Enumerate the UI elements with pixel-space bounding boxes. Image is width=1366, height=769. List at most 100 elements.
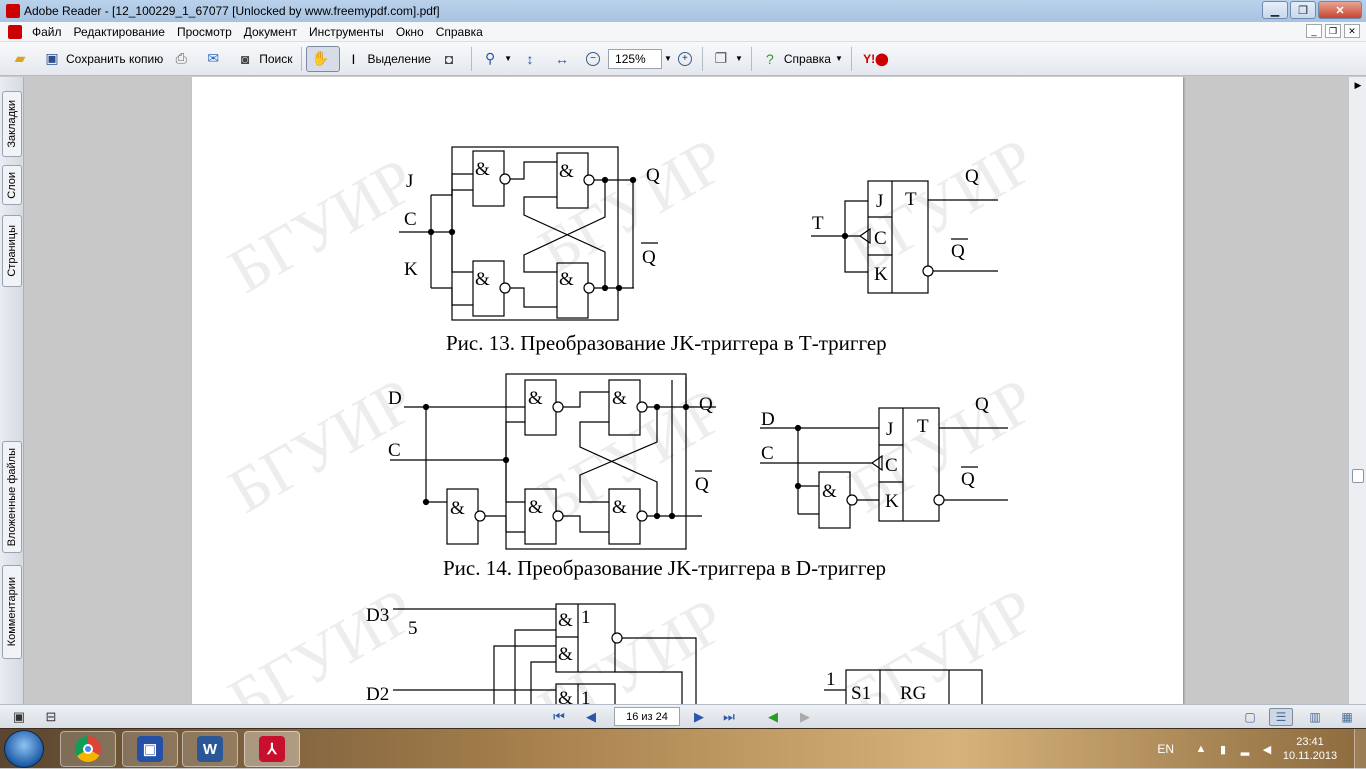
panel-collapse-icon[interactable]: ⊟ bbox=[45, 709, 57, 724]
menu-edit[interactable]: Редактирование bbox=[73, 24, 165, 39]
taskbar-adobe-reader[interactable]: ⅄ bbox=[244, 731, 300, 767]
facing-view-button[interactable]: ▥ bbox=[1309, 710, 1321, 724]
help-button[interactable]: ?Справка▼ bbox=[756, 46, 847, 72]
language-indicator[interactable]: EN bbox=[1157, 742, 1174, 756]
open-button[interactable]: ▰ bbox=[6, 46, 38, 72]
label-d: D bbox=[388, 388, 402, 409]
continuous-facing-view-button[interactable]: ▦ bbox=[1341, 710, 1353, 724]
magnifier-icon: ⚲ bbox=[484, 50, 496, 66]
menu-view[interactable]: Просмотр bbox=[176, 24, 232, 39]
tab-pages[interactable]: Страницы bbox=[2, 215, 22, 287]
search-button[interactable]: ◙Поиск bbox=[231, 46, 296, 72]
clock[interactable]: 23:41 10.11.2013 bbox=[1278, 735, 1342, 763]
watermark: БГУИР bbox=[527, 125, 736, 287]
previous-page-button[interactable]: ◀ bbox=[586, 709, 596, 724]
menu-bar: Файл Редактирование Просмотр Документ Ин… bbox=[0, 22, 1366, 42]
gate-and-label: & bbox=[612, 388, 627, 409]
taskbar-word[interactable]: W bbox=[182, 731, 238, 767]
menu-help[interactable]: Справка bbox=[435, 24, 483, 39]
floppy-icon: ▣ bbox=[45, 50, 59, 66]
document-viewport[interactable]: БГУИР БГУИР БГУИР БГУИР БГУИР БГУИР БГУИ… bbox=[25, 77, 1348, 704]
tab-attachments[interactable]: Вложенные файлы bbox=[2, 441, 22, 553]
gate-and-label: & bbox=[450, 498, 465, 519]
doc-minimize-button[interactable]: _ bbox=[1306, 24, 1322, 38]
scrollbar-thumb[interactable] bbox=[1352, 469, 1364, 483]
start-button[interactable] bbox=[4, 730, 44, 768]
menu-tools[interactable]: Инструменты bbox=[308, 24, 384, 39]
page-number-input[interactable]: 16 из 24 bbox=[614, 707, 680, 726]
taskbar-chrome[interactable] bbox=[60, 731, 116, 767]
pages-icon: ❐ bbox=[714, 50, 728, 66]
zoom-dropdown-icon[interactable]: ▼ bbox=[664, 54, 672, 63]
symbol-d: D bbox=[761, 409, 775, 430]
help-label: Справка bbox=[783, 51, 831, 66]
label-d2: D2 bbox=[366, 684, 389, 704]
first-page-button[interactable]: ⏮ bbox=[553, 709, 565, 724]
gate-and-label: & bbox=[558, 688, 573, 704]
zoom-out-button[interactable]: − bbox=[586, 51, 601, 66]
folder-icon: ▰ bbox=[14, 50, 26, 66]
previous-view-button[interactable]: ◀ bbox=[768, 709, 778, 724]
page-tools-button[interactable]: ❐▼ bbox=[707, 46, 747, 72]
taskbar-save-app[interactable]: ▣ bbox=[122, 731, 178, 767]
word-icon: W bbox=[197, 736, 223, 762]
gate-or-label: 1 bbox=[581, 688, 591, 704]
menu-file[interactable]: Файл bbox=[32, 24, 62, 39]
tab-layers[interactable]: Слои bbox=[2, 165, 22, 205]
save-copy-button[interactable]: ▣ Сохранить копию bbox=[38, 46, 167, 72]
toolbar-separator bbox=[300, 46, 302, 71]
label-d3: D3 bbox=[366, 605, 389, 626]
zoom-input[interactable]: 125% bbox=[608, 48, 663, 69]
show-desktop-button[interactable] bbox=[1354, 729, 1366, 769]
tab-pages-label: Страницы bbox=[6, 225, 18, 277]
fit-height-button[interactable]: ↕ bbox=[516, 46, 548, 72]
document-icon[interactable] bbox=[8, 24, 22, 39]
hand-tool-button[interactable]: ✋ bbox=[305, 45, 340, 72]
zoom-in-button[interactable]: + bbox=[677, 51, 692, 66]
gate-and-label: & bbox=[558, 644, 573, 665]
next-page-button[interactable]: ▶ bbox=[694, 709, 704, 724]
figure-15-circuit bbox=[393, 603, 983, 704]
text-cursor-icon: I bbox=[351, 50, 356, 67]
label-t: T bbox=[812, 213, 824, 234]
fit-height-icon: ↕ bbox=[526, 50, 534, 67]
show-hidden-icons-icon[interactable]: ▲ bbox=[1195, 743, 1207, 755]
network-device-icon[interactable]: ▮ bbox=[1219, 743, 1227, 756]
symbol-j: J bbox=[876, 191, 883, 212]
vertical-scrollbar[interactable]: ▶ bbox=[1348, 77, 1366, 704]
toolbar-separator bbox=[750, 46, 752, 71]
tab-comments[interactable]: Комментарии bbox=[2, 565, 22, 659]
watermark: БГУИР bbox=[217, 575, 426, 704]
navigation-panel-tabs: Закладки Слои Страницы Вложенные файлы К… bbox=[0, 77, 24, 704]
zoom-tool-button[interactable]: ⚲▼ bbox=[476, 46, 516, 72]
close-button[interactable]: ✕ bbox=[1318, 1, 1362, 19]
menu-window[interactable]: Окно bbox=[395, 24, 424, 39]
system-tray: EN ▲ ▮ ▂ ◀ 23:41 10.11.2013 bbox=[1157, 729, 1366, 769]
save-copy-label: Сохранить копию bbox=[66, 51, 164, 66]
doc-restore-button[interactable]: ❐ bbox=[1325, 24, 1341, 38]
volume-icon[interactable]: ◀ bbox=[1262, 743, 1272, 756]
tab-bookmarks[interactable]: Закладки bbox=[2, 91, 22, 157]
minimize-button[interactable]: ▁ bbox=[1262, 1, 1288, 19]
fit-width-button[interactable]: ↔ bbox=[548, 46, 580, 72]
toolbar-separator bbox=[701, 46, 703, 71]
gate-and-label: & bbox=[558, 610, 573, 631]
continuous-view-button[interactable]: ☰ bbox=[1269, 708, 1293, 726]
register-s1: S1 bbox=[851, 683, 871, 704]
print-button[interactable]: ⎙ bbox=[167, 46, 199, 72]
last-page-button[interactable]: ⏭ bbox=[723, 709, 735, 724]
doc-close-button[interactable]: ✕ bbox=[1344, 24, 1360, 38]
panel-toggle-icon[interactable]: ▣ bbox=[12, 709, 26, 724]
snapshot-button[interactable]: ◘ bbox=[435, 46, 467, 72]
maximize-button[interactable]: ❐ bbox=[1290, 1, 1316, 19]
floppy-icon: ▣ bbox=[137, 736, 163, 762]
next-view-button[interactable]: ▶ bbox=[800, 709, 810, 724]
scroll-right-arrow-icon[interactable]: ▶ bbox=[1354, 79, 1362, 90]
single-page-view-button[interactable]: ▢ bbox=[1244, 710, 1256, 724]
signal-icon[interactable]: ▂ bbox=[1240, 743, 1250, 756]
email-button[interactable]: ✉ bbox=[199, 46, 231, 72]
menu-document[interactable]: Документ bbox=[243, 24, 297, 39]
yahoo-toolbar-button[interactable]: Y!⬤ bbox=[856, 46, 900, 72]
symbol-qbar: Q bbox=[951, 241, 965, 262]
